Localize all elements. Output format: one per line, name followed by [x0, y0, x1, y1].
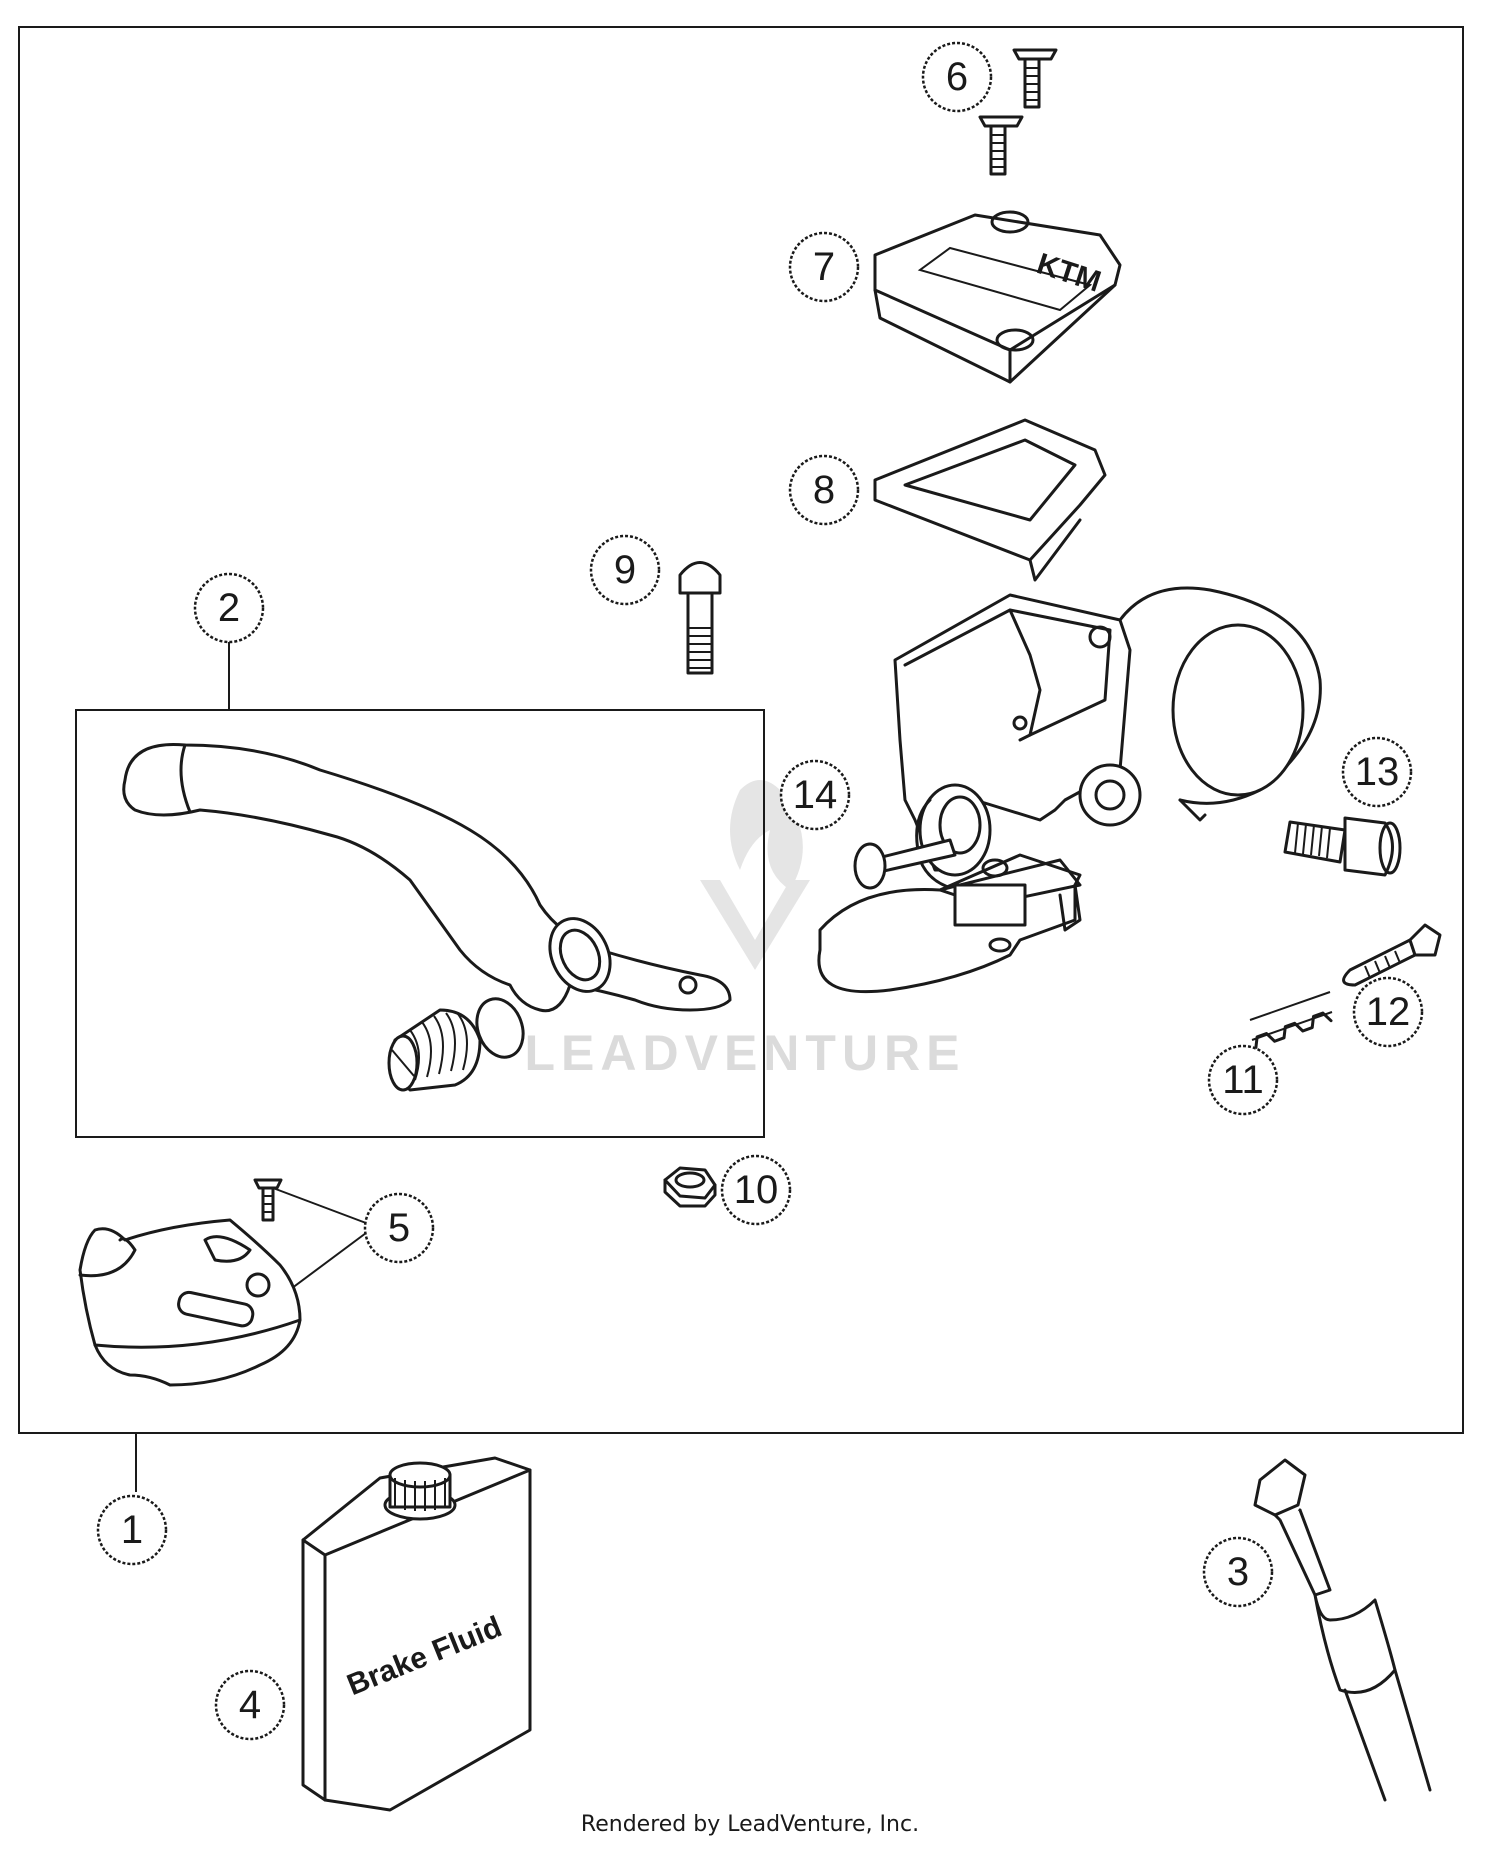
- brake-lever-part-2: [122, 742, 732, 1092]
- svg-text:1: 1: [121, 1508, 143, 1552]
- svg-text:7: 7: [813, 245, 835, 289]
- callout-9[interactable]: 9: [589, 534, 661, 606]
- spring-part-11: [1249, 991, 1333, 1050]
- lever-cover-part-5: [78, 1178, 302, 1387]
- gasket-part-8: [873, 418, 1107, 582]
- callout-13[interactable]: 13: [1341, 736, 1413, 808]
- nut-part-10: [663, 1166, 717, 1208]
- footer-credit: Rendered by LeadVenture, Inc.: [580, 1812, 920, 1837]
- svg-text:13: 13: [1355, 750, 1400, 794]
- svg-text:12: 12: [1366, 990, 1411, 1034]
- svg-text:2: 2: [218, 586, 240, 630]
- callout-8[interactable]: 8: [788, 454, 860, 526]
- svg-text:9: 9: [614, 548, 636, 592]
- callout-2[interactable]: 2: [193, 572, 265, 644]
- svg-text:10: 10: [734, 1168, 779, 1212]
- callout-6[interactable]: 6: [921, 41, 993, 113]
- callout-3[interactable]: 3: [1202, 1536, 1274, 1608]
- watermark: LEADVENTURE: [524, 780, 965, 1081]
- svg-text:11: 11: [1222, 1058, 1264, 1102]
- callouts: 1 2 3 4 5 6 7 8 9 10 11 12 13 14: [96, 41, 1424, 1741]
- svg-text:8: 8: [813, 468, 835, 512]
- callout-14[interactable]: 14: [779, 759, 851, 831]
- svg-text:6: 6: [946, 55, 968, 99]
- svg-text:5: 5: [388, 1206, 410, 1250]
- pushrod-part-14: [817, 838, 1082, 994]
- callout-4[interactable]: 4: [214, 1669, 286, 1741]
- screw-part-12: [1342, 923, 1442, 987]
- callout-12[interactable]: 12: [1352, 976, 1424, 1048]
- callout-1[interactable]: 1: [96, 1494, 168, 1566]
- svg-text:14: 14: [793, 773, 838, 817]
- screw-part-6: [978, 48, 1058, 176]
- svg-text:3: 3: [1227, 1550, 1249, 1594]
- assembly-frame: [18, 26, 1464, 1434]
- brake-line-part-3: [1253, 1458, 1432, 1802]
- callout-11[interactable]: 11: [1207, 1044, 1279, 1116]
- bolt-part-9: [678, 561, 722, 675]
- callout-10[interactable]: 10: [720, 1154, 792, 1226]
- callout-7[interactable]: 7: [788, 231, 860, 303]
- lever-kit-frame: [75, 709, 765, 1138]
- callout-5[interactable]: 5: [363, 1192, 435, 1264]
- watermark-text: LEADVENTURE: [524, 1025, 965, 1081]
- master-cylinder-body: [893, 586, 1322, 892]
- adjuster-part-13: [1283, 816, 1402, 877]
- brake-fluid-bottle-part-4: Brake Fluid: [301, 1456, 532, 1812]
- reservoir-cover-part-7: KTM: [873, 210, 1122, 384]
- svg-text:4: 4: [239, 1683, 261, 1727]
